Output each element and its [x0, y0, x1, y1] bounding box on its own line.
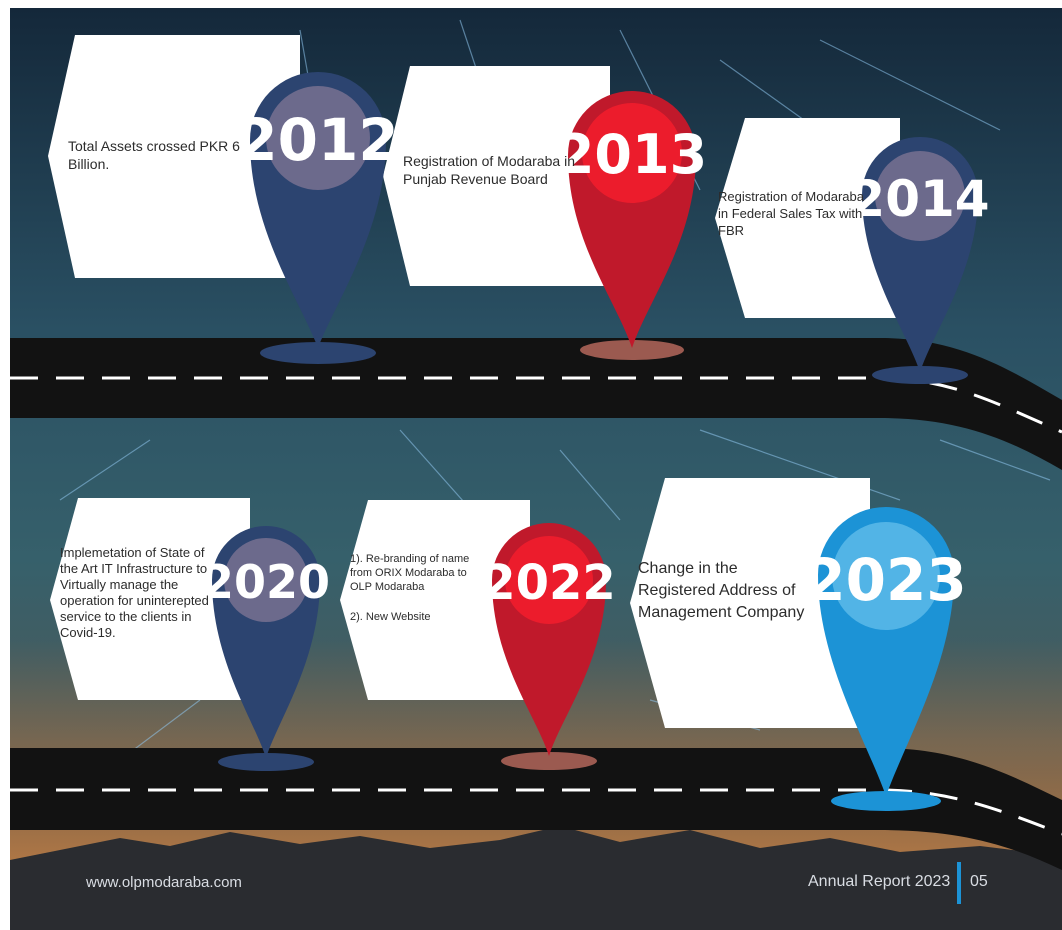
milestone-text-2023: Change in the Registered Address of Mana…	[638, 560, 805, 621]
text-2014: Registration of Modaraba in Federal Sale…	[718, 188, 868, 239]
pin-2022: 2022	[482, 523, 616, 756]
shadow-2020	[218, 753, 314, 771]
year-2023: 2023	[805, 546, 966, 614]
mountains	[10, 826, 1062, 930]
year-2012: 2012	[237, 106, 398, 174]
card-2014	[715, 118, 900, 318]
shadow-2014	[872, 366, 968, 384]
bottom-road-dashes	[10, 788, 1062, 836]
pin-2023: 2023	[805, 507, 967, 796]
text-2020: Implemetation of State of the Art IT Inf…	[60, 545, 210, 641]
milestone-text-2020: Implemetation of State of the Art IT Inf…	[60, 545, 209, 640]
top-road	[10, 338, 1062, 470]
year-2014: 2014	[850, 170, 989, 228]
shadow-2022	[501, 752, 597, 770]
milestone-text-2012: Total Assets crossed PKR 6 Billion.	[68, 138, 240, 172]
website-link[interactable]: www.olpmodaraba.com	[86, 874, 242, 891]
report-title: Annual Report 2023	[808, 873, 951, 890]
text-2012: Total Assets crossed PKR 6 Billion.	[68, 137, 268, 173]
card-2013	[383, 66, 610, 286]
text-2022: 1). Re-branding of name from ORIX Modara…	[350, 552, 490, 624]
year-2020: 2020	[202, 555, 330, 609]
year-2013: 2013	[557, 123, 707, 186]
text-2013: Registration of Modaraba in Punjab Reven…	[403, 152, 583, 188]
pin-2013: 2013	[557, 91, 707, 348]
card-2023	[630, 478, 870, 728]
pin-2014: 2014	[850, 136, 990, 372]
milestone-item-2: 2). New Website	[350, 611, 431, 623]
footer-divider	[957, 862, 961, 904]
shadow-2023	[831, 791, 941, 811]
text-2023: Change in the Registered Address of Mana…	[638, 558, 818, 624]
milestone-text-2013: Registration of Modaraba in Punjab Reven…	[403, 153, 575, 187]
milestone-text-2014: Registration of Modaraba in Federal Sale…	[718, 189, 864, 238]
year-2022: 2022	[482, 555, 616, 611]
pin-2020: 2020	[202, 526, 330, 758]
card-2022	[340, 500, 530, 700]
pin-2012: 2012	[237, 72, 399, 348]
left-margin	[0, 0, 10, 930]
milestone-item-1: 1). Re-branding of name from ORIX Modara…	[350, 553, 470, 593]
shadow-2012	[260, 342, 376, 364]
bottom-road	[10, 748, 1062, 870]
card-2020	[50, 498, 250, 700]
page-number: 05	[970, 873, 988, 890]
card-2012	[48, 35, 300, 278]
top-margin	[0, 0, 1062, 8]
shadow-2013	[580, 340, 684, 360]
